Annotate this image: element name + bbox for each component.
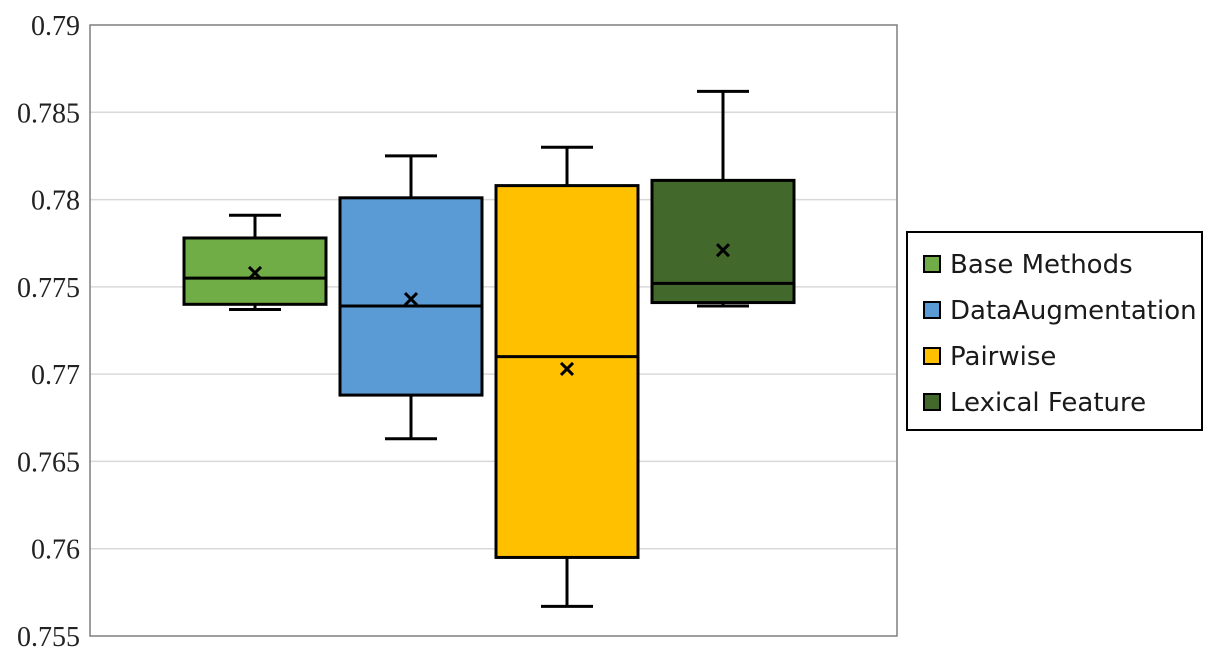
- box-series: [182, 89, 796, 608]
- legend-item: DataAugmentation: [923, 296, 1197, 326]
- plot-area-frame: [89, 24, 898, 637]
- box-body: [338, 196, 484, 397]
- legend-frame: [906, 231, 1203, 431]
- mean-marker: [559, 361, 575, 376]
- mean-marker: [247, 265, 263, 280]
- y-tick-label: 0.785: [17, 98, 80, 129]
- legend-swatch: [923, 255, 941, 273]
- y-tick-label: 0.765: [17, 447, 80, 478]
- box-1: [182, 213, 328, 312]
- box-2: [338, 154, 484, 441]
- mean-marker: [715, 243, 731, 258]
- legend-item: Pairwise: [923, 342, 1056, 372]
- legend-label: Base Methods: [950, 250, 1133, 280]
- y-tick-label: 0.755: [17, 622, 80, 653]
- legend-item: Base Methods: [923, 250, 1133, 280]
- gridlines: [90, 111, 897, 550]
- legend-swatch: [923, 301, 941, 319]
- legend-label: Lexical Feature: [950, 388, 1146, 418]
- y-tick-label: 0.775: [17, 273, 80, 304]
- legend: Base MethodsDataAugmentationPairwiseLexi…: [906, 231, 1203, 431]
- box-3: [494, 145, 640, 608]
- legend-label: DataAugmentation: [950, 296, 1197, 326]
- legend-item: Lexical Feature: [923, 388, 1146, 418]
- y-tick-label: 0.79: [31, 11, 80, 42]
- y-tick-label: 0.76: [31, 535, 80, 566]
- mean-marker: [403, 292, 419, 307]
- legend-swatch: [923, 347, 941, 365]
- legend-swatch: [923, 393, 941, 411]
- y-tick-label: 0.77: [31, 360, 80, 391]
- box-4: [650, 89, 796, 308]
- y-axis: 0.755 0.76 0.765 0.77 0.775 0.78 0.785 0.79: [17, 11, 80, 653]
- legend-label: Pairwise: [950, 342, 1056, 372]
- box-body: [494, 184, 640, 559]
- y-tick-label: 0.78: [31, 186, 80, 217]
